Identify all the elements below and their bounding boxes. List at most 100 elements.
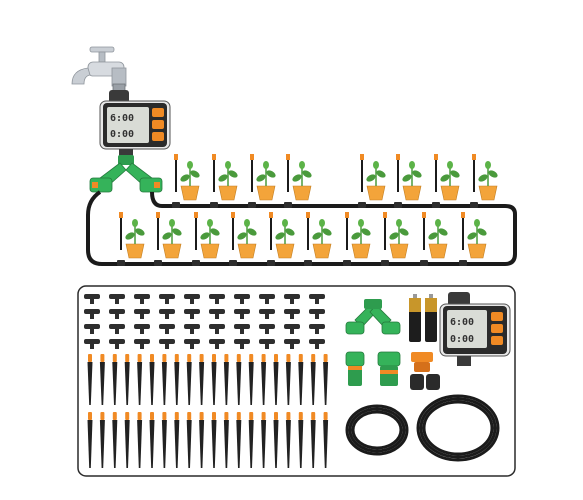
plant-row-lower	[117, 212, 487, 266]
dripper-stake-icon	[285, 412, 291, 468]
dripper-stake-icon	[149, 354, 155, 405]
plant-pot-icon	[470, 154, 498, 208]
plant-pot-icon	[358, 154, 386, 208]
tee-connector-icon	[84, 324, 100, 334]
plant-pot-icon	[381, 212, 409, 266]
faucet-icon	[71, 46, 127, 93]
dripper-stake-icon	[285, 354, 291, 405]
end-cap-set	[410, 352, 440, 390]
dripper-stake-icon	[261, 412, 267, 468]
tee-connector-icon	[259, 339, 275, 349]
tee-connector-icon	[309, 309, 325, 319]
dripper-stake-icon	[310, 412, 316, 468]
kit-contents-panel: 6:00 0:00	[77, 285, 516, 477]
dripper-stake-icon	[236, 412, 242, 468]
dripper-stake-icon	[186, 412, 192, 468]
dripper-stake-icon	[137, 354, 143, 405]
y-splitter-icon	[345, 299, 401, 335]
tee-connector-icon	[159, 324, 175, 334]
water-timer-icon: 6:00 0:00	[99, 90, 171, 157]
tee-connector-icon	[159, 294, 175, 304]
dripper-stake-icon	[149, 412, 155, 468]
tee-connector-icon	[234, 294, 250, 304]
dripper-stake-icon	[174, 354, 180, 405]
plant-pot-icon	[420, 212, 448, 266]
timer-button-2[interactable]	[152, 120, 164, 129]
tee-connector-icon	[234, 324, 250, 334]
tee-connector-icon	[159, 309, 175, 319]
plant-row-upper	[172, 154, 498, 208]
dripper-stake-icon	[199, 354, 205, 405]
timer-button-3[interactable]	[152, 132, 164, 141]
dripper-stake-icon	[248, 412, 254, 468]
tee-connector-icon	[284, 339, 300, 349]
dripper-stake-icon	[211, 412, 217, 468]
tee-connector-icon	[134, 309, 150, 319]
tee-connector-icon	[284, 294, 300, 304]
assembly-diagram: 6:00 0:00	[71, 46, 517, 266]
dripper-stake-icon	[161, 412, 167, 468]
timer-button-1[interactable]	[152, 108, 164, 117]
dripper-stake-icon	[273, 412, 279, 468]
plant-pot-icon	[394, 154, 422, 208]
tee-connector-icon	[309, 294, 325, 304]
plant-pot-icon	[343, 212, 371, 266]
main-tubing	[86, 190, 517, 266]
dripper-stake-icon	[223, 354, 229, 405]
dripper-stake-icon	[261, 354, 267, 405]
tee-connector-icon	[134, 294, 150, 304]
dripper-stake-icon	[298, 412, 304, 468]
tee-connector-icon	[84, 294, 100, 304]
tee-connector-icon	[309, 339, 325, 349]
green-adapter-set	[345, 351, 401, 386]
plant-pot-icon	[172, 154, 200, 208]
timer-lcd-top: 6:00	[110, 113, 134, 124]
dripper-stake-icon	[124, 412, 130, 468]
plant-pot-icon	[154, 212, 182, 266]
dripper-stake-icon	[323, 412, 329, 468]
dripper-stake-icon	[112, 354, 118, 405]
plant-pot-icon	[267, 212, 295, 266]
tee-connector-icon	[259, 309, 275, 319]
tee-connector-icon	[109, 324, 125, 334]
dripper-stake-icon	[310, 354, 316, 405]
water-timer-icon: 6:00 0:00	[439, 292, 511, 366]
tee-connector-icon	[109, 294, 125, 304]
tee-connector-icon	[184, 294, 200, 304]
dripper-stake-icon	[161, 354, 167, 405]
tee-connector-icon	[234, 339, 250, 349]
dripper-stake-icon	[124, 354, 130, 405]
tee-connector-icon	[184, 339, 200, 349]
tee-connector-icon	[109, 339, 125, 349]
dripper-stake-icon	[99, 412, 105, 468]
dripper-stake-icon	[211, 354, 217, 405]
dripper-stake-icon	[248, 354, 254, 405]
tee-connector-icon	[159, 339, 175, 349]
tee-connector-icon	[209, 294, 225, 304]
tubing-coil-icon	[345, 404, 409, 456]
kit-timer-lcd-bottom: 0:00	[450, 334, 474, 345]
tee-connector-icon	[259, 324, 275, 334]
dripper-stake-icon	[87, 412, 93, 468]
tee-connector-icon	[184, 309, 200, 319]
dripper-stake-icon	[87, 354, 93, 405]
plant-pot-icon	[117, 212, 145, 266]
dripper-stake-icon	[298, 354, 304, 405]
tee-connector-icon	[209, 324, 225, 334]
tee-connector-icon	[184, 324, 200, 334]
tee-connector-icon	[259, 294, 275, 304]
tee-connector-icon	[209, 339, 225, 349]
timer-lcd-bottom: 0:00	[110, 129, 134, 140]
tee-connector-icon	[309, 324, 325, 334]
tee-connector-grid	[84, 294, 325, 349]
dripper-stake-icon	[323, 354, 329, 405]
tee-connector-icon	[134, 324, 150, 334]
dripper-stake-icon	[186, 354, 192, 405]
tee-connector-icon	[84, 339, 100, 349]
dripper-stake-icon	[199, 412, 205, 468]
dripper-stake-icon	[223, 412, 229, 468]
dripper-stake-icon	[174, 412, 180, 468]
tee-connector-icon	[134, 339, 150, 349]
y-splitter-icon	[89, 155, 163, 193]
dripper-stake-icon	[99, 354, 105, 405]
